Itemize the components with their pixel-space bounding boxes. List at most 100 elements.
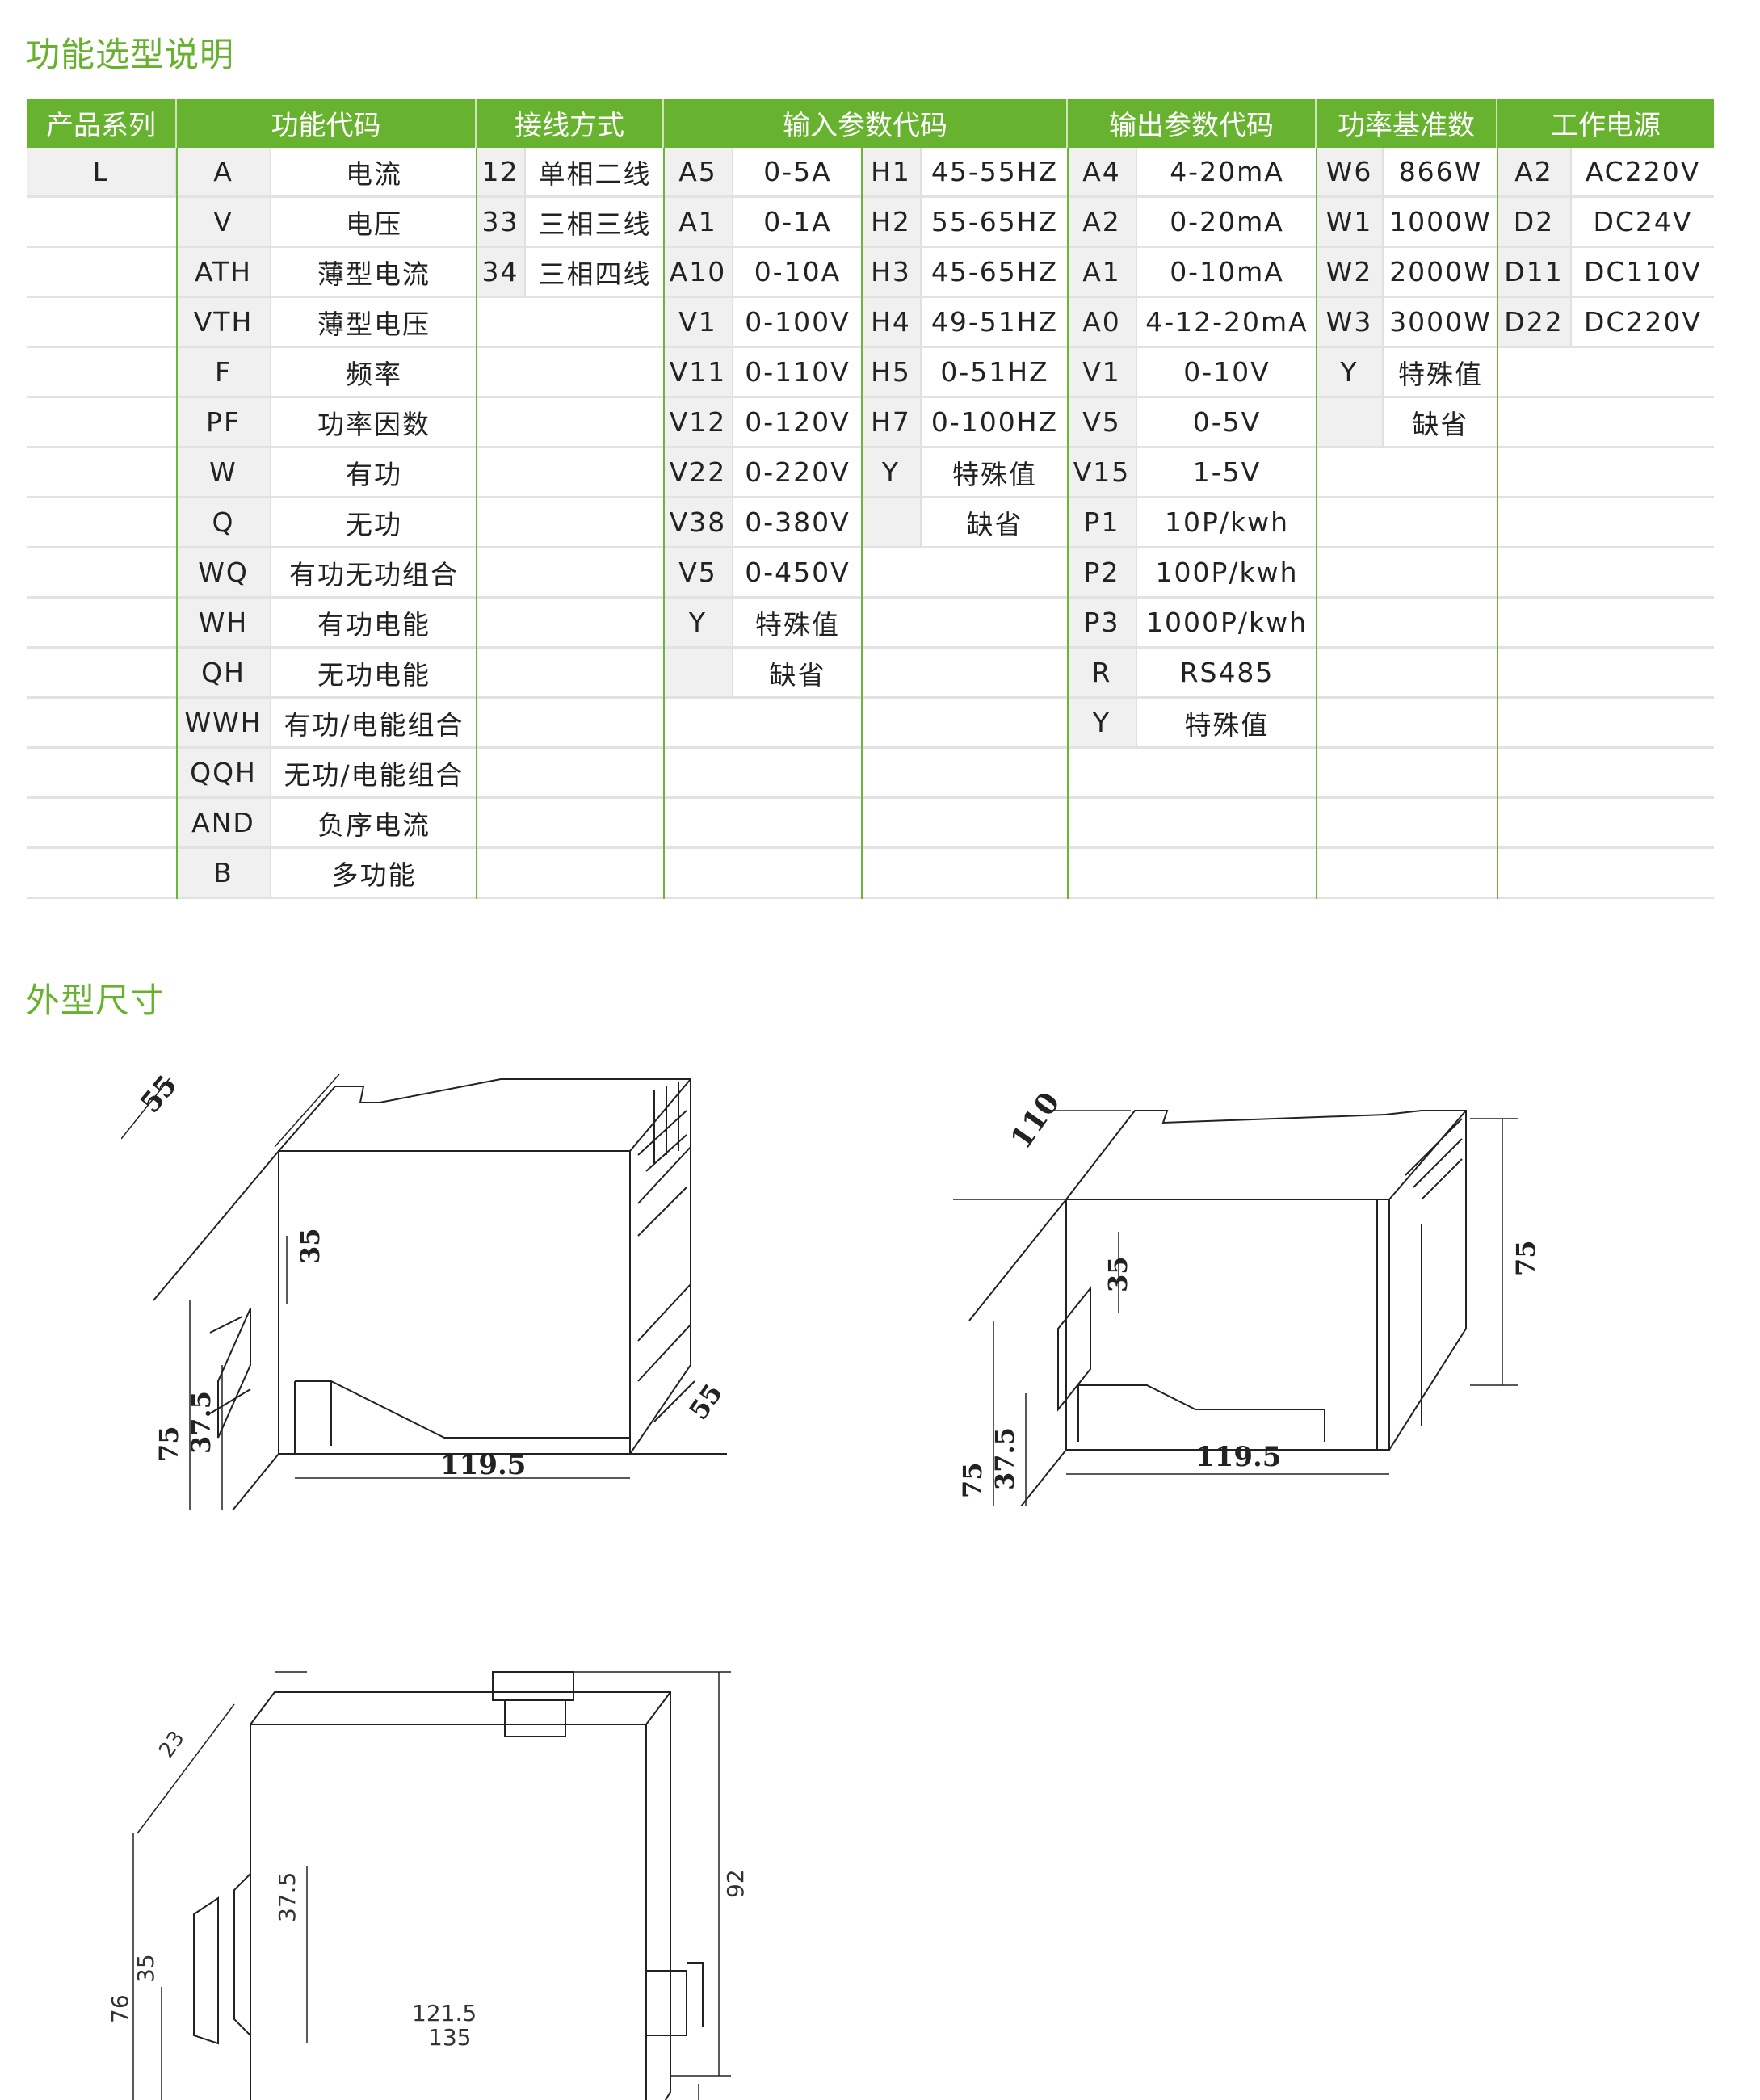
power-base-value: 特殊值 bbox=[1384, 348, 1497, 398]
function-value: 无功 bbox=[271, 498, 477, 548]
input-code: V11 bbox=[664, 348, 733, 398]
function-value: 薄型电流 bbox=[271, 248, 477, 298]
function-value: 功率因数 bbox=[271, 398, 477, 448]
header-function-code: 功能代码 bbox=[177, 99, 477, 148]
header-supply: 工作电源 bbox=[1497, 99, 1714, 148]
frequency-code: H7 bbox=[862, 398, 922, 448]
function-value: 电压 bbox=[271, 198, 477, 248]
dimension-drawing-3: 23 92 76 35 37.5 121.5 135 bbox=[107, 1671, 749, 2100]
product-series-cell: L bbox=[27, 148, 177, 198]
dim-length: 119.5 bbox=[1195, 1441, 1281, 1473]
function-code: AND bbox=[177, 799, 271, 849]
dim-rail: 35 bbox=[132, 1954, 159, 1983]
function-code: Q bbox=[177, 498, 271, 548]
output-code: P3 bbox=[1068, 598, 1137, 649]
dim-height-right: 75 bbox=[1510, 1240, 1541, 1276]
input-value: 0-450V bbox=[733, 548, 862, 598]
output-value: 0-10mA bbox=[1137, 248, 1317, 298]
header-wiring: 接线方式 bbox=[477, 99, 664, 148]
function-value: 有功 bbox=[271, 448, 477, 498]
function-code: PF bbox=[177, 398, 271, 448]
power-base-value: 3000W bbox=[1384, 298, 1497, 348]
frequency-value: 特殊值 bbox=[922, 448, 1068, 498]
wiring-code: 12 bbox=[477, 148, 526, 198]
supply-code: D2 bbox=[1497, 198, 1572, 248]
input-code: Y bbox=[664, 598, 733, 649]
frequency-value: 0-100HZ bbox=[922, 398, 1068, 448]
input-code: V12 bbox=[664, 398, 733, 448]
frequency-code: H4 bbox=[862, 298, 922, 348]
function-value: 无功/电能组合 bbox=[271, 749, 477, 799]
dim-rail-half: 37.5 bbox=[186, 1391, 216, 1454]
function-code: ATH bbox=[177, 248, 271, 298]
frequency-code: H5 bbox=[862, 348, 922, 398]
input-value: 0-380V bbox=[733, 498, 862, 548]
header-product-series: 产品系列 bbox=[27, 99, 177, 148]
dim-height: 75 bbox=[153, 1426, 184, 1462]
function-code: WQ bbox=[177, 548, 271, 598]
supply-value: DC220V bbox=[1572, 298, 1714, 348]
input-value: 特殊值 bbox=[733, 598, 862, 649]
frequency-value: 缺省 bbox=[922, 498, 1068, 548]
group-divider bbox=[663, 148, 665, 899]
supply-code: D22 bbox=[1497, 298, 1572, 348]
function-code: QQH bbox=[177, 749, 271, 799]
output-value: 特殊值 bbox=[1137, 699, 1317, 749]
input-value: 0-100V bbox=[733, 298, 862, 348]
function-value: 有功/电能组合 bbox=[271, 699, 477, 749]
power-base-code bbox=[1317, 398, 1384, 448]
dim-length-body: 121.5 bbox=[412, 2000, 477, 2026]
output-code: V15 bbox=[1068, 448, 1137, 498]
input-code: A1 bbox=[664, 198, 733, 248]
input-code: V5 bbox=[664, 548, 733, 598]
output-value: 1-5V bbox=[1137, 448, 1317, 498]
frequency-code: H3 bbox=[862, 248, 922, 298]
output-value: RS485 bbox=[1137, 649, 1317, 699]
group-divider bbox=[476, 148, 477, 899]
frequency-code: Y bbox=[862, 448, 922, 498]
wiring-value: 单相二线 bbox=[526, 148, 664, 198]
dim-depth: 23 bbox=[154, 1727, 190, 1762]
input-value: 缺省 bbox=[733, 649, 862, 699]
function-value: 负序电流 bbox=[271, 799, 477, 849]
output-value: 100P/kwh bbox=[1137, 548, 1317, 598]
output-code: A1 bbox=[1068, 248, 1137, 298]
supply-value: DC24V bbox=[1572, 198, 1714, 248]
output-value: 0-10V bbox=[1137, 348, 1317, 398]
frequency-code: H1 bbox=[862, 148, 922, 198]
frequency-code: H2 bbox=[862, 198, 922, 248]
function-code: W bbox=[177, 448, 271, 498]
supply-value: DC110V bbox=[1572, 248, 1714, 298]
function-code: F bbox=[177, 348, 271, 398]
output-code: V5 bbox=[1068, 398, 1137, 448]
function-code: VTH bbox=[177, 298, 271, 348]
function-code: WWH bbox=[177, 699, 271, 749]
wiring-value: 三相三线 bbox=[526, 198, 664, 248]
output-code: P2 bbox=[1068, 548, 1137, 598]
dim-height-left: 75 bbox=[957, 1462, 988, 1498]
function-code: B bbox=[177, 849, 271, 899]
dim-rail-half: 37.5 bbox=[274, 1872, 300, 1922]
function-code: A bbox=[177, 148, 271, 198]
dim-total-height: 92 bbox=[722, 1869, 749, 1898]
dim-rail: 35 bbox=[295, 1228, 326, 1264]
input-code: A10 bbox=[664, 248, 733, 298]
input-value: 0-220V bbox=[733, 448, 862, 498]
output-value: 0-5V bbox=[1137, 398, 1317, 448]
header-input-code: 输入参数代码 bbox=[664, 99, 1068, 148]
supply-code: A2 bbox=[1497, 148, 1572, 198]
group-divider bbox=[176, 148, 178, 899]
function-code: V bbox=[177, 198, 271, 248]
output-code: V1 bbox=[1068, 348, 1137, 398]
power-base-value: 缺省 bbox=[1384, 398, 1497, 448]
input-value: 0-110V bbox=[733, 348, 862, 398]
input-code: V22 bbox=[664, 448, 733, 498]
function-value: 多功能 bbox=[271, 849, 477, 899]
output-value: 4-20mA bbox=[1137, 148, 1317, 198]
input-value: 0-10A bbox=[733, 248, 862, 298]
dim-length: 119.5 bbox=[440, 1449, 526, 1481]
function-value: 电流 bbox=[271, 148, 477, 198]
function-value: 有功电能 bbox=[271, 598, 477, 649]
dimension-drawing-2: 110 75 37.5 35 119.5 75 bbox=[953, 1086, 1541, 1506]
group-divider bbox=[1316, 148, 1317, 899]
